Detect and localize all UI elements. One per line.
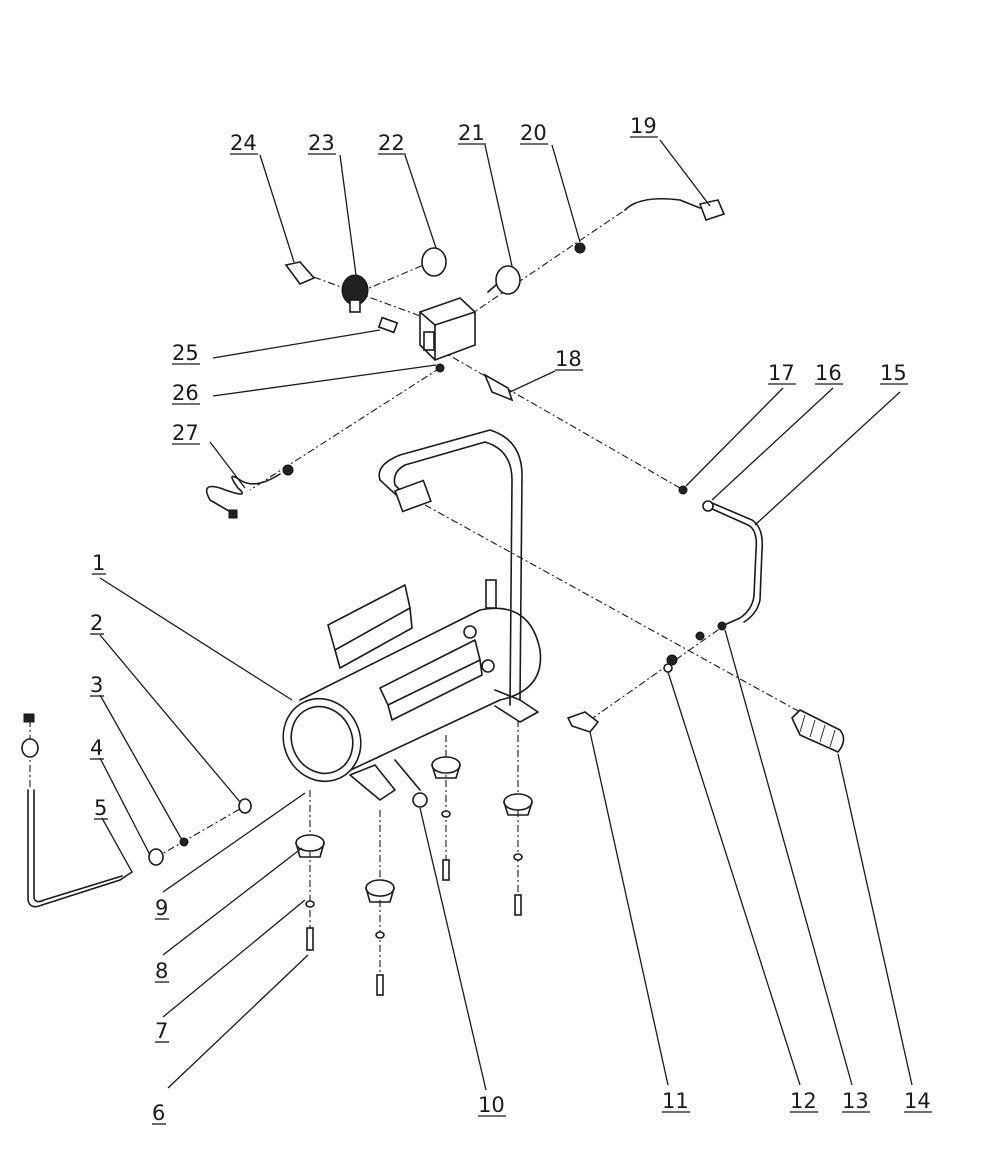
hose-part (709, 502, 764, 627)
drain-tube-part (21, 713, 252, 908)
callout-10: 10 (478, 1093, 505, 1117)
small-fittings (566, 485, 727, 733)
cord-part (205, 464, 294, 519)
callout-20: 20 (520, 121, 547, 145)
pressure-switch-assembly (284, 197, 726, 402)
callout-11: 11 (662, 1089, 689, 1113)
callout-underlines (90, 136, 932, 1125)
callout-12: 12 (790, 1089, 817, 1113)
callout-24: 24 (230, 131, 257, 155)
callout-15: 15 (880, 361, 907, 385)
callout-13: 13 (842, 1089, 869, 1113)
callout-22: 22 (378, 131, 405, 155)
tank-part (282, 579, 542, 808)
handle-frame-part (378, 429, 523, 706)
assembly-centerlines (29, 209, 801, 995)
feet-parts (295, 756, 533, 996)
callout-21: 21 (458, 121, 485, 145)
callout-6: 6 (152, 1101, 165, 1125)
callout-19: 19 (630, 114, 657, 138)
callout-17: 17 (768, 361, 795, 385)
callout-8: 8 (155, 959, 168, 983)
callout-1: 1 (92, 551, 105, 575)
grip-part (791, 709, 845, 753)
callout-16: 16 (815, 361, 842, 385)
callout-4: 4 (90, 736, 103, 760)
callout-2: 2 (90, 611, 103, 635)
callout-25: 25 (172, 341, 199, 365)
callout-27: 27 (172, 421, 199, 445)
callout-7: 7 (155, 1019, 168, 1043)
callout-14: 14 (904, 1089, 931, 1113)
callout-3: 3 (90, 673, 103, 697)
callout-18: 18 (555, 347, 582, 371)
callout-5: 5 (94, 796, 107, 820)
leader-lines (99, 139, 913, 1091)
callout-26: 26 (172, 381, 199, 405)
callout-9: 9 (155, 896, 168, 920)
callout-labels: 1 2 3 4 5 6 7 8 9 10 11 12 13 14 15 16 1… (90, 114, 931, 1125)
callout-23: 23 (308, 131, 335, 155)
